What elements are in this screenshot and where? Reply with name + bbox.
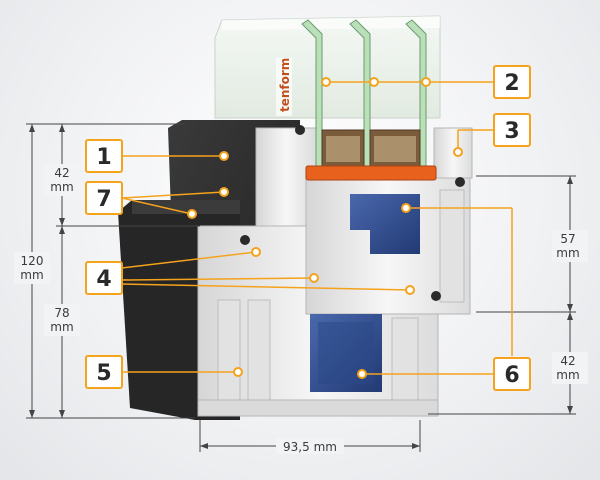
callout-6-number: 6 — [504, 363, 519, 388]
callout-4: 4 — [85, 261, 123, 295]
callout-1: 1 — [85, 139, 123, 173]
dim-57-unit: mm — [556, 246, 579, 260]
callout-7-number: 7 — [96, 187, 111, 212]
dim-120-unit: mm — [20, 268, 43, 282]
glazing-seal — [305, 165, 437, 181]
dimension-arrows — [29, 124, 573, 449]
callout-3-number: 3 — [504, 119, 519, 144]
dim-42-right-value: 42 — [560, 354, 575, 368]
brand-label: tenform — [276, 58, 292, 116]
callout-1-number: 1 — [96, 145, 111, 170]
dim-78-value: 78 — [54, 306, 69, 320]
callout-dots — [187, 77, 463, 379]
dim-42-right-unit: mm — [556, 368, 579, 382]
callout-leaders — [121, 81, 513, 375]
dim-120-value: 120 — [21, 254, 44, 268]
brand-text: tenform — [278, 58, 292, 112]
dimension-labels: 120 mm 42 mm 78 mm 57 mm 42 mm 93,5 mm — [14, 164, 588, 454]
glazing-panes — [301, 19, 427, 171]
callout-2: 2 — [493, 65, 531, 99]
callout-5: 5 — [85, 355, 123, 389]
dim-width: 93,5 mm — [283, 440, 337, 454]
callout-4-number: 4 — [96, 267, 111, 292]
glass-unit — [214, 15, 441, 119]
callout-2-number: 2 — [504, 71, 519, 96]
callout-6: 6 — [493, 357, 531, 391]
dim-57-value: 57 — [560, 232, 575, 246]
callout-3: 3 — [493, 113, 531, 147]
dimension-lines — [26, 123, 576, 452]
callout-7: 7 — [85, 181, 123, 215]
dim-42-left-unit: mm — [50, 180, 73, 194]
gaskets — [240, 125, 465, 301]
callout-5-number: 5 — [96, 361, 111, 386]
dim-78-unit: mm — [50, 320, 73, 334]
dim-42-left-value: 42 — [54, 166, 69, 180]
steel-reinforcement — [310, 194, 420, 392]
